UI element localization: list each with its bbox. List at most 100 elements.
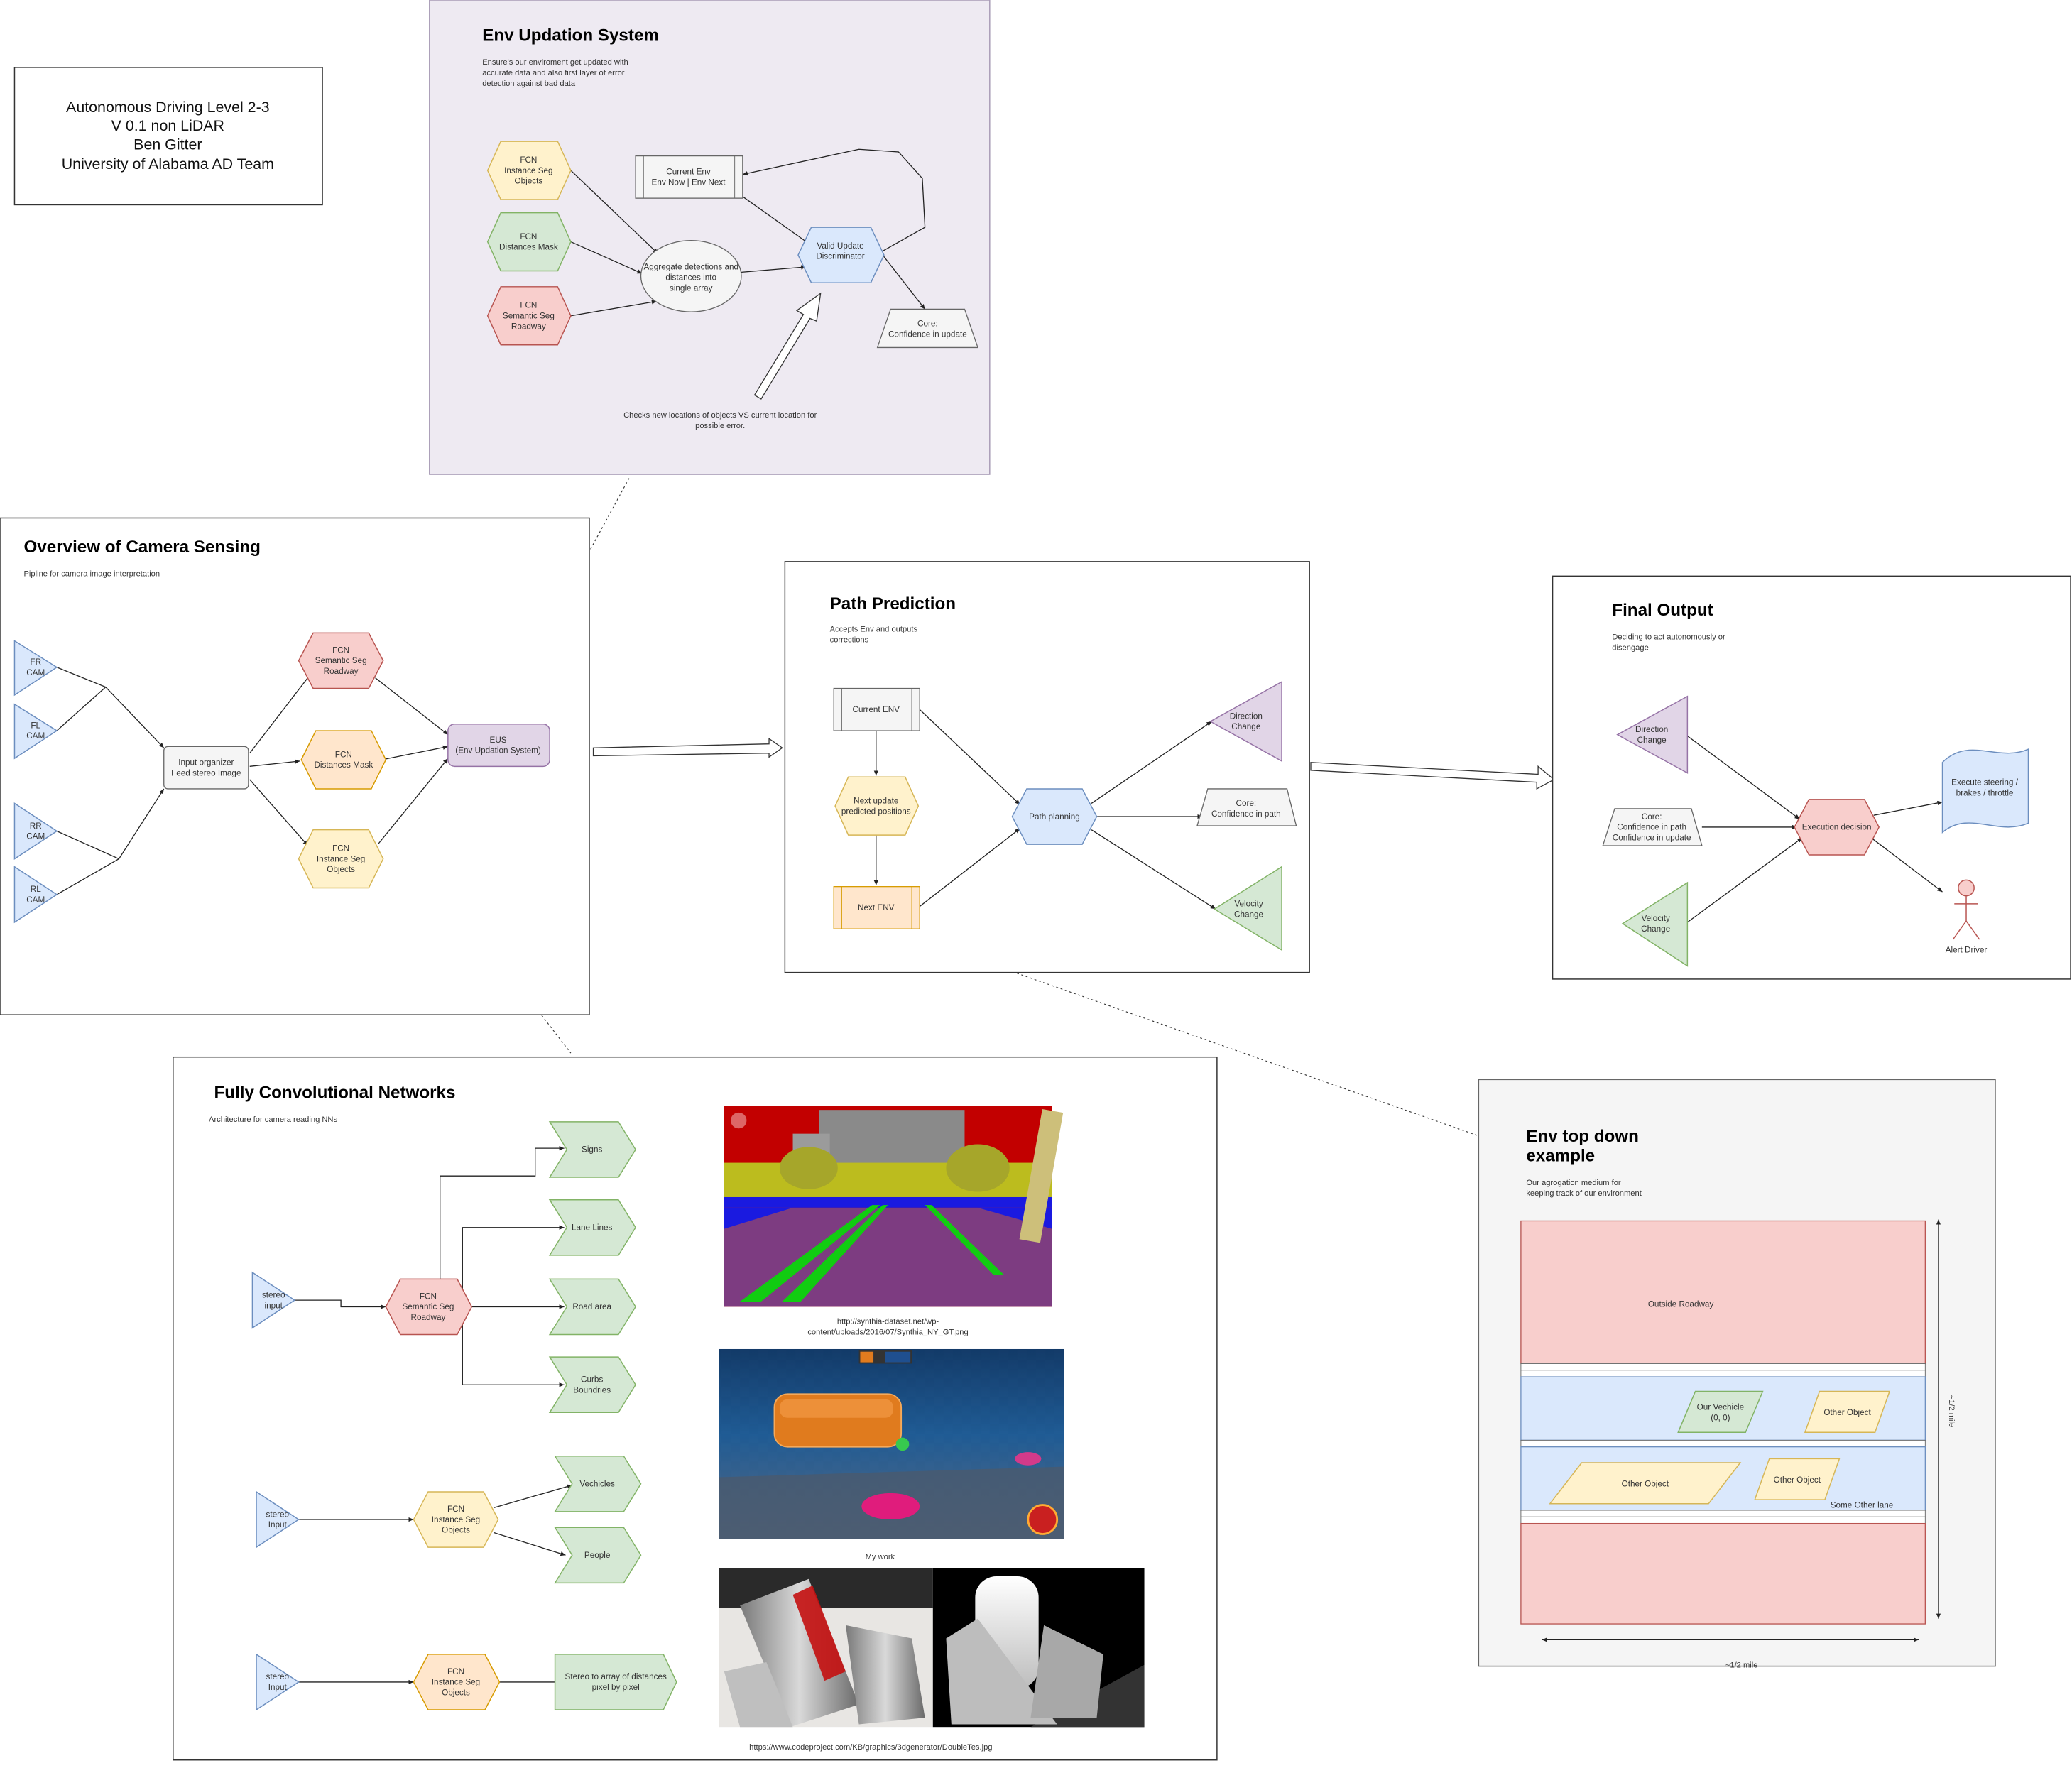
final-direction[interactable]: Direction Change <box>1616 695 1689 774</box>
fcn-stereo-input-1[interactable]: stereo input <box>251 1271 296 1329</box>
cam-fl[interactable]: FL CAM <box>13 703 58 760</box>
eus-current-env[interactable]: Current Env Env Now | Env Next <box>635 155 743 199</box>
eus-fcn-distances[interactable]: FCN Distances Mask <box>486 212 572 272</box>
node-label: FL <box>31 721 40 730</box>
edge <box>741 195 811 245</box>
node-label: Input organizer <box>178 758 234 767</box>
node-label: FCN <box>520 301 537 310</box>
final-steering[interactable]: Execute steering / brakes / throttle <box>1941 748 2029 834</box>
node-label: pixel by pixel <box>592 1683 640 1692</box>
node-label: Alert Driver <box>1946 946 1988 955</box>
depth-map-image <box>719 1568 1145 1728</box>
path-planning[interactable]: Path planning <box>1011 788 1098 845</box>
fcn-road-area[interactable]: Road area <box>548 1278 636 1336</box>
camera-panel: Overview of Camera Sensing Pipline for c… <box>0 517 590 1015</box>
eus-checks-2: possible error. <box>695 422 745 430</box>
eus-discriminator[interactable]: Valid Update Discriminator <box>797 227 885 283</box>
cam-rr[interactable]: RR CAM <box>13 802 58 860</box>
path-panel: Path Prediction Accepts Env and outputs … <box>784 561 1310 973</box>
node-label: stereo <box>266 1510 289 1519</box>
eus-fcn-roadway[interactable]: FCN Semantic Seg Roadway <box>486 286 572 346</box>
fcn-curbs[interactable]: Curbs Boundries <box>548 1356 636 1414</box>
cam-rl[interactable]: RL CAM <box>13 866 58 924</box>
fcn-roadway[interactable]: FCN Semantic Seg Roadway <box>385 1278 473 1336</box>
lane-divider <box>1520 1370 1926 1377</box>
node-label: Roadway <box>411 1313 446 1322</box>
node-label: Velocity <box>1642 914 1671 923</box>
fcn-people[interactable]: People <box>554 1527 642 1584</box>
edge <box>494 1484 572 1508</box>
edge <box>494 1532 566 1556</box>
cam-fr[interactable]: FR CAM <box>13 640 58 697</box>
fcn-vehicles[interactable]: Vechicles <box>554 1455 642 1512</box>
lane-divider <box>1520 1439 1926 1448</box>
eus-desc-3: detection against bad data <box>482 80 576 88</box>
path-direction[interactable]: Direction Change <box>1209 680 1282 763</box>
image-1-url-2: content/uploads/2016/07/Synthia_NY_GT.pn… <box>807 1328 968 1337</box>
eus-core[interactable]: Core: Confidence in update <box>876 308 978 349</box>
node-label: Our Vechicle <box>1697 1403 1744 1412</box>
edge <box>249 779 309 846</box>
header-box: Autonomous Driving Level 2-3 V 0.1 non L… <box>13 67 323 206</box>
input-organizer[interactable]: Input organizer Feed stereo Image <box>163 746 249 790</box>
node-label: distances into <box>665 273 716 283</box>
topdown-title-1: Env top down <box>1526 1127 1639 1146</box>
fcn-objects-2[interactable]: FCN Instance Seg Objects <box>413 1654 501 1710</box>
edge <box>570 170 659 254</box>
node-label: Current Env <box>666 168 711 177</box>
edge <box>462 1225 565 1385</box>
node-label: FCN <box>420 1292 437 1301</box>
node-label: Input <box>268 1683 288 1692</box>
cam-fcn-distances[interactable]: FCN Distances Mask <box>300 730 387 790</box>
node-label: Confidence in update <box>888 330 967 339</box>
camera-desc: Pipline for camera image interpretation <box>23 569 160 578</box>
node-label: stereo <box>266 1672 289 1681</box>
node-label: Lane Lines <box>572 1223 612 1232</box>
path-core[interactable]: Core: Confidence in path <box>1196 788 1297 826</box>
fcn-lane-lines[interactable]: Lane Lines <box>548 1199 636 1256</box>
eus-fcn-objects[interactable]: FCN Instance Seg Objects <box>486 141 572 200</box>
other-object-1[interactable]: Other Object <box>1804 1390 1891 1433</box>
final-core[interactable]: Core: Confidence in path Confidence in u… <box>1602 808 1703 846</box>
node-label: Confidence in path <box>1211 809 1281 819</box>
alert-driver-actor-icon[interactable]: Alert Driver <box>1946 879 1988 955</box>
our-vehicle[interactable]: Our Vechicle (0, 0) <box>1677 1390 1764 1433</box>
final-velocity[interactable]: Velocity Change <box>1621 881 1689 967</box>
node-label: Signs <box>582 1145 602 1155</box>
node-label: stereo <box>262 1290 285 1299</box>
fcn-stereo-input-2[interactable]: stereo Input <box>256 1490 300 1549</box>
fcn-signs[interactable]: Signs <box>548 1121 636 1178</box>
node-label: FCN <box>332 844 349 853</box>
node-label: Input <box>268 1520 288 1529</box>
final-desc-1: Deciding to act autonomously or <box>1612 633 1725 642</box>
cam-fcn-roadway[interactable]: FCN Semantic Seg Roadway <box>298 632 384 689</box>
rocket-league-detection-image <box>719 1348 1064 1539</box>
edge <box>294 1299 386 1309</box>
eus-aggregate[interactable]: Aggregate detections and distances into … <box>640 240 742 312</box>
path-next-env[interactable]: Next ENV <box>833 886 920 929</box>
node-label: Env Now | Env Next <box>652 178 726 187</box>
node-label: Stereo to array of distances <box>565 1672 667 1681</box>
fcn-stereo-input-3[interactable]: stereo Input <box>256 1653 300 1711</box>
node-label: Core: <box>1236 799 1257 808</box>
edge <box>375 677 449 736</box>
other-object-2[interactable]: Other Object <box>1549 1462 1742 1505</box>
final-execution[interactable]: Execution decision <box>1794 799 1880 856</box>
path-velocity[interactable]: Velocity Change <box>1213 866 1282 951</box>
cam-fcn-objects[interactable]: FCN Instance Seg Objects <box>298 829 384 889</box>
fcn-distances[interactable]: Stereo to array of distances pixel by pi… <box>554 1654 677 1710</box>
node-label: Feed stereo Image <box>171 768 241 777</box>
path-next-update[interactable]: Next update predicted positions <box>834 776 920 836</box>
other-object-3[interactable]: Other Object <box>1754 1458 1841 1500</box>
node-label: (Env Updation System) <box>455 746 541 755</box>
fcn-panel: Fully Convolutional Networks Architectur… <box>173 1056 1218 1761</box>
edge <box>249 672 312 754</box>
topdown-desc-1: Our agrogation medium for <box>1526 1179 1621 1187</box>
fcn-objects[interactable]: FCN Instance Seg Objects <box>413 1491 499 1548</box>
path-current-env[interactable]: Current ENV <box>833 687 920 731</box>
node-label: CAM <box>26 668 45 677</box>
node-label: RL <box>31 885 41 894</box>
hollow-arrow <box>753 292 822 400</box>
cam-eus[interactable]: EUS (Env Updation System) <box>447 724 550 768</box>
